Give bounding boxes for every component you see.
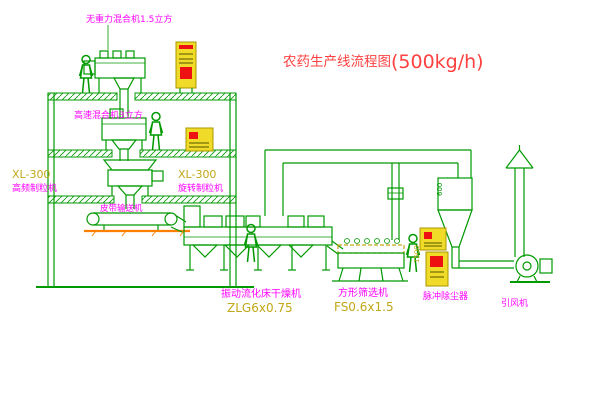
dust-collector-cabinet-lower [425, 251, 449, 287]
worker-icon [148, 111, 164, 151]
worker-icon [243, 223, 259, 263]
label-square-sieve-model: FS0.6x1.5 [334, 300, 394, 314]
fluid-bed-dryer [183, 205, 344, 271]
label-fluid-bed-dryer: 振动流化床干燥机 [221, 287, 301, 300]
page-title: 农药生产线流程图 [283, 54, 391, 70]
cyclone-separator [437, 177, 514, 269]
label-square-sieve: 方形筛选机 [338, 286, 388, 299]
induced-draft-fan [510, 254, 553, 283]
high-speed-mixer [101, 108, 147, 161]
label-granulator-center-name: 旋转制粒机 [178, 182, 223, 194]
label-pulse-dust-collector: 脉冲除尘器 [423, 290, 468, 302]
dimension-duct: 600 [436, 183, 444, 196]
sieve-suction-pipe [387, 163, 404, 240]
rotary-granulator-unit [185, 127, 214, 152]
platform-edge [84, 229, 190, 237]
dust-collector-cabinet-upper [419, 227, 447, 251]
dimension-height: 1500 [413, 245, 421, 263]
square-sieve [332, 238, 408, 282]
exhaust-stack [505, 145, 534, 257]
belt-conveyor [86, 212, 178, 231]
label-granulator-left-model: XL-300 [12, 168, 50, 181]
control-cabinet-top [175, 41, 197, 93]
label-granulator-left-name: 高频制粒机 [12, 182, 57, 194]
label-induced-draft-fan: 引风机 [501, 297, 528, 309]
exhaust-duct [264, 149, 472, 216]
gravity-free-mixer [83, 50, 146, 118]
label-belt-conveyor: 皮带输送机 [100, 203, 143, 214]
granulator [102, 159, 164, 209]
label-gravity-free-mixer: 无重力混合机1.5立方 [86, 13, 172, 25]
page-title-capacity: (500kg/h) [391, 51, 484, 73]
label-granulator-center-model: XL-300 [178, 168, 216, 181]
label-fluid-bed-dryer-model: ZLG6x0.75 [227, 301, 293, 315]
label-high-speed-mixer: 高速混合机3立方 [74, 109, 143, 121]
